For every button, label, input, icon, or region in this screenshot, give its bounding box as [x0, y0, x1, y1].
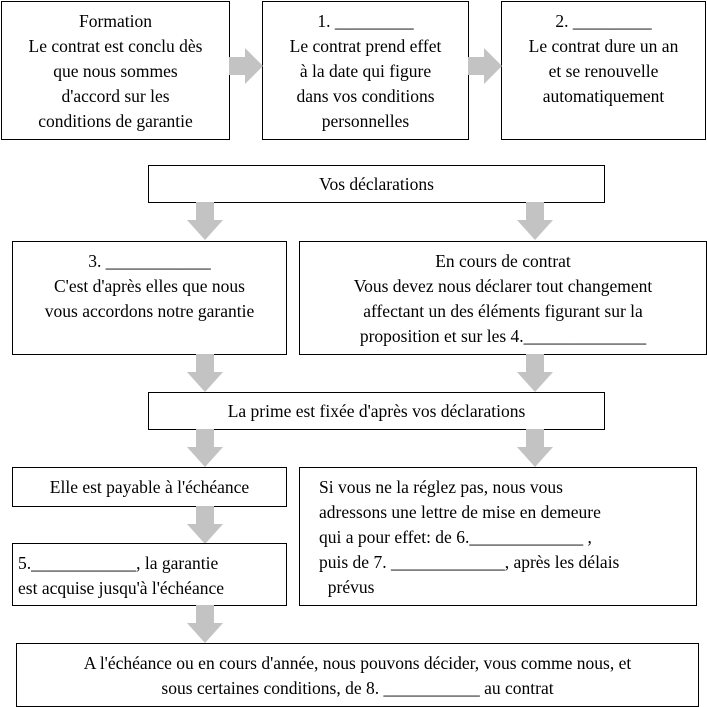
box-formation-title: Formation	[79, 11, 152, 31]
en-cours-title: En cours de contrat	[435, 251, 571, 271]
box-en-cours-de-contrat: En cours de contrat Vous devez nous décl…	[299, 241, 707, 355]
blank-2-title: 2. _________	[555, 11, 652, 31]
arrow-right-formation-to-1	[229, 48, 263, 84]
box-formation-line: d'accord sur les	[61, 86, 170, 106]
arrow-down-3-to-prime	[187, 354, 223, 392]
blank-5-line: 5.____________, la garantie	[18, 553, 219, 573]
payable-label: Elle est payable à l'échéance	[49, 477, 250, 497]
box-vos-declarations: Vos déclarations	[148, 165, 605, 203]
box-2-duree: 2. _________ Le contrat dure un an et se…	[501, 1, 706, 140]
arrow-down-prime-right	[517, 429, 553, 467]
arrow-down-cours-to-prime	[517, 354, 553, 392]
box-5-garantie-acquise: 5.____________, la garantie est acquise …	[12, 543, 287, 606]
box-2-line: Le contrat dure un an	[528, 36, 679, 56]
box-formation-line: Le contrat est conclu dès	[28, 36, 203, 56]
echeance-line: A l'échéance ou en cours d'année, nous p…	[83, 653, 632, 673]
box-2-line: automatiquement	[542, 86, 665, 106]
box-formation: Formation Le contrat est conclu dès que …	[1, 1, 230, 140]
arrow-down-declarations-right	[517, 202, 553, 240]
arrow-down-declarations-left	[187, 202, 223, 240]
box-1-line: à la date qui figure	[299, 61, 432, 81]
box-1-line: dans vos conditions	[296, 86, 435, 106]
box-formation-line: conditions de garantie	[38, 111, 193, 131]
box-1-line: personnelles	[321, 111, 410, 131]
en-cours-line: Vous devez nous déclarer tout changement	[353, 276, 653, 296]
reglez-line: adressons une lettre de mise en demeure	[319, 502, 601, 522]
box-3-line: vous accordons notre garantie	[44, 301, 255, 321]
box-5-line: est acquise jusqu'à l'échéance	[18, 578, 225, 598]
en-cours-line: affectant un des éléments figurant sur l…	[363, 301, 643, 321]
box-payable-echeance: Elle est payable à l'échéance	[12, 467, 287, 507]
box-1-line: Le contrat prend effet	[289, 36, 442, 56]
box-a-l-echeance: A l'échéance ou en cours d'année, nous p…	[16, 643, 699, 707]
box-3-line: C'est d'après elles que nous	[54, 276, 245, 296]
reglez-line: puis de 7. _____________, après les déla…	[319, 552, 620, 572]
reglez-line: qui a pour effet: de 6._____________ ,	[319, 527, 592, 547]
arrow-down-prime-left	[187, 429, 223, 467]
arrow-down-payable-to-5	[187, 506, 223, 544]
reglez-line: prévus	[319, 577, 375, 597]
declarations-label: Vos déclarations	[319, 174, 434, 194]
blank-1-title: 1. _________	[317, 11, 414, 31]
box-formation-line: que nous sommes	[53, 61, 178, 81]
blank-8-line: sous certaines conditions, de 8. _______…	[161, 678, 554, 698]
box-la-prime: La prime est fixée d'après vos déclarati…	[148, 392, 605, 430]
blank-3-title: 3. ____________	[88, 251, 211, 271]
box-2-line: et se renouvelle	[548, 61, 659, 81]
box-1-prise-effet: 1. _________ Le contrat prend effet à la…	[262, 1, 469, 140]
en-cours-line: proposition et sur les 4.______________	[359, 326, 647, 346]
prime-label: La prime est fixée d'après vos déclarati…	[227, 401, 526, 421]
box-si-vous-ne-reglez-pas: Si vous ne la réglez pas, nous vous adre…	[299, 467, 697, 606]
box-3-garantie: 3. ____________ C'est d'après elles que …	[12, 241, 287, 355]
reglez-line: Si vous ne la réglez pas, nous vous	[319, 477, 563, 497]
arrow-down-5-to-echeance	[187, 605, 223, 643]
arrow-right-1-to-2	[468, 48, 502, 84]
